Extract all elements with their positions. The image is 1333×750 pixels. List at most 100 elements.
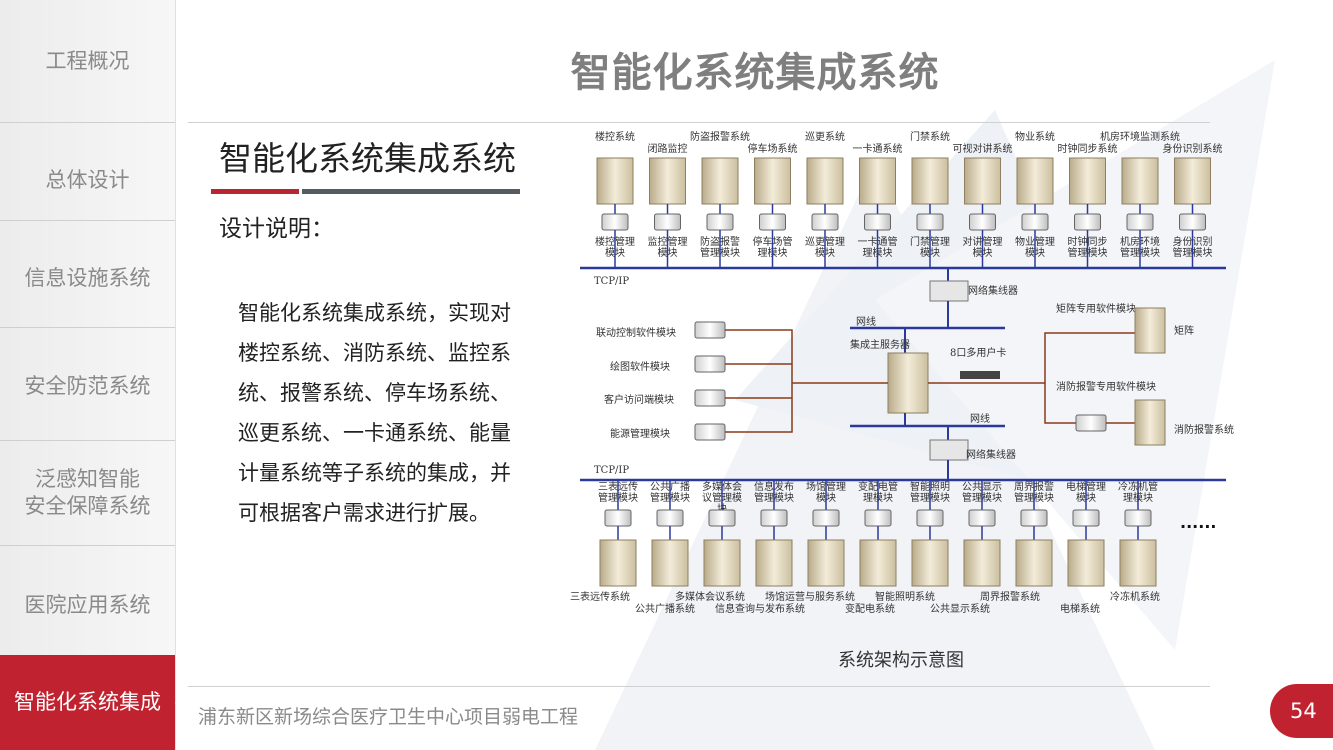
database-icon (1074, 213, 1101, 231)
sidebar-item-label: 泛感知智能 安全保障系统 (24, 467, 151, 518)
database-icon (1124, 509, 1152, 527)
top-system-label: 一卡通系统 (853, 142, 903, 155)
bottom-system-label: 智能照明系统 (875, 590, 935, 603)
diagram-caption: 系统架构示意图 (838, 650, 964, 671)
top-database-row: 楼控管理模块监控管理模块防盗报警管理模块停车场管理模块巡更管理模块一卡通管理模块… (595, 213, 1213, 268)
software-module-label: 能源管理模块 (610, 427, 670, 440)
bottom-module-label: 公共广播管理模块 (650, 480, 690, 504)
top-system-label: 巡更系统 (805, 130, 845, 143)
bottom-module-label: 周界报警管理模块 (1014, 480, 1054, 504)
design-label: 设计说明： (219, 216, 334, 242)
sidebar-item-security[interactable]: 安全防范系统 (0, 356, 175, 416)
net-line-label-bottom: 网线 (970, 412, 990, 425)
server-icon (755, 539, 793, 587)
database-icon (1179, 213, 1206, 231)
database-icon (656, 509, 684, 527)
sidebar-item-label: 医院应用系统 (24, 592, 151, 617)
bottom-module-label: 场馆管理模块 (806, 480, 846, 504)
database-icon (654, 213, 681, 231)
server-icon (1016, 157, 1054, 205)
database-icon (1126, 213, 1154, 231)
hub-label-bottom: 网络集线器 (966, 448, 1016, 461)
server-icon (1069, 157, 1106, 205)
bottom-module-label: 多媒体会议管理模块 (702, 480, 742, 515)
sidebar-divider (0, 440, 175, 441)
section-title: 智能化系统集成系统 (219, 139, 516, 178)
database-icon (694, 389, 726, 407)
server-icon (599, 539, 637, 587)
server-icon (1119, 539, 1157, 587)
bottom-system-label: 场馆运营与服务系统 (765, 590, 855, 603)
sidebar-item-label: 工程概况 (45, 48, 130, 73)
page-number-badge: 54 (1270, 684, 1333, 738)
server-icon (806, 157, 844, 205)
database-icon (706, 213, 734, 231)
hub-label-top: 网络集线器 (968, 284, 1018, 297)
bottom-system-label: 周界报警系统 (980, 590, 1040, 603)
sidebar-divider (0, 220, 175, 221)
database-icon (1072, 509, 1100, 527)
database-icon (916, 213, 944, 231)
top-divider (188, 122, 1210, 123)
database-icon (916, 509, 944, 527)
database-icon (694, 355, 726, 373)
database-icon (812, 509, 840, 527)
active-indicator-arrow (175, 693, 185, 712)
bottom-module-label: 信息发布管理模块 (754, 480, 794, 504)
bottom-system-label: 电梯系统 (1060, 602, 1100, 615)
sidebar-item-label: 总体设计 (45, 167, 130, 192)
ellipsis: ...... (1180, 513, 1216, 532)
server-icon (859, 157, 896, 205)
database-icon (968, 509, 996, 527)
server-icon (963, 539, 1001, 587)
software-module-label: 联动控制软件模块 (596, 326, 676, 339)
net-line-label-top: 网线 (856, 315, 876, 328)
bottom-module-label: 智能照明管理模块 (910, 480, 950, 504)
sidebar-divider (0, 545, 175, 546)
tcpip-label-bottom: TCP/IP (594, 465, 629, 476)
database-icon (1075, 414, 1107, 432)
server-icon (964, 157, 1001, 205)
sidebar-divider (0, 122, 175, 123)
sidebar-item-smart-safety[interactable]: 泛感知智能 安全保障系统 (0, 462, 175, 524)
bottom-system-label: 公共广播系统 (635, 602, 695, 615)
sidebar-divider (0, 327, 175, 328)
sidebar-item-overview[interactable]: 工程概况 (0, 30, 175, 92)
bottom-module-label: 冷冻机管理模块 (1118, 480, 1158, 504)
sidebar-item-label: 智能化系统集成 (14, 690, 161, 714)
software-module-label: 客户访问端模块 (604, 393, 674, 406)
database-icon (708, 509, 736, 527)
database-icon (760, 509, 788, 527)
sidebar-item-label: 安全防范系统 (24, 373, 151, 398)
sidebar-item-info-facility[interactable]: 信息设施系统 (0, 248, 175, 308)
integration-server-icon (887, 352, 929, 414)
sidebar-item-integration[interactable]: 智能化系统集成 (0, 655, 185, 750)
server-icon (651, 539, 689, 587)
database-icon (694, 321, 726, 339)
database-icon (969, 213, 996, 231)
background-pattern (595, 60, 1275, 750)
server-icon (911, 539, 949, 587)
design-description: 智能化系统集成系统，实现对楼控系统、消防系统、监控系统、报警系统、停车场系统、巡… (238, 301, 511, 525)
top-system-label: 楼控系统 (595, 130, 635, 143)
bottom-module-label: 三表远传管理模块 (598, 480, 638, 504)
server-icon (1015, 539, 1053, 587)
tcpip-label-top: TCP/IP (594, 276, 629, 287)
page-number: 54 (1290, 699, 1317, 723)
database-icon (811, 213, 839, 231)
server-icon (807, 539, 845, 587)
hub-icon (929, 439, 969, 461)
bottom-system-label: 冷冻机系统 (1110, 590, 1160, 603)
top-system-label: 防盗报警系统 (690, 130, 750, 143)
bottom-divider (188, 686, 1210, 687)
sidebar-item-hospital-apps[interactable]: 医院应用系统 (0, 575, 175, 635)
database-icon (604, 509, 632, 527)
multi-user-card-label: 8口多用户卡 (950, 346, 1006, 359)
fire-module-label: 消防报警专用软件模块 (1056, 380, 1156, 393)
page-title: 智能化系统集成系统 (570, 50, 940, 96)
sidebar-item-overall-design[interactable]: 总体设计 (0, 150, 175, 210)
software-modules: 联动控制软件模块 绘图软件模块 客户访问端模块 能源管理模块 (596, 321, 888, 441)
bottom-module-label: 电梯管理模块 (1066, 480, 1106, 504)
title-underline-red (211, 189, 299, 194)
fire-alarm-server-icon (1134, 399, 1166, 446)
